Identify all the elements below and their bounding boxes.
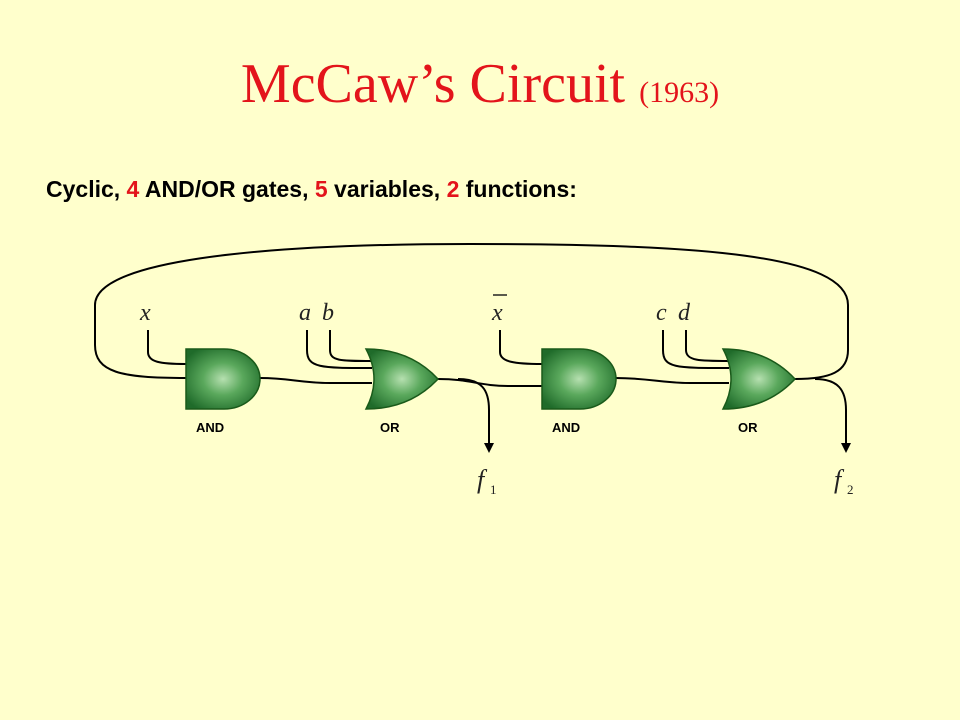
gate-label-4: OR bbox=[738, 420, 758, 435]
wire-a bbox=[306, 330, 373, 369]
title-main: McCaw’s Circuit bbox=[240, 53, 626, 115]
or-gate-2 bbox=[721, 348, 797, 410]
wire-xbar bbox=[499, 330, 543, 365]
input-d-label: d bbox=[678, 300, 691, 326]
gate-label-2: OR bbox=[380, 420, 400, 435]
feedback-wire bbox=[94, 242, 849, 380]
and-gate-1 bbox=[185, 348, 261, 410]
wire-c bbox=[662, 330, 730, 369]
wire-d bbox=[685, 330, 730, 362]
wire-and2-or2 bbox=[614, 377, 729, 384]
subtitle-part3: variables, bbox=[327, 176, 447, 202]
wire-and1-or1 bbox=[259, 377, 372, 384]
input-c-label: c bbox=[656, 300, 667, 326]
input-a-label: a bbox=[299, 300, 311, 326]
wire-x bbox=[147, 330, 187, 365]
title-year: (1963) bbox=[639, 76, 720, 109]
gate-label-3: AND bbox=[552, 420, 580, 435]
function-count: 2 bbox=[446, 176, 460, 202]
wire-b bbox=[329, 330, 373, 362]
wire-f1 bbox=[457, 378, 494, 453]
gate-label-1: AND bbox=[196, 420, 224, 435]
gate-count: 4 bbox=[126, 176, 140, 202]
input-xbar-label: x bbox=[491, 300, 503, 326]
subtitle-part1: Cyclic, bbox=[46, 176, 127, 202]
output-f1-subscript: 1 bbox=[490, 482, 497, 497]
wire-f2 bbox=[814, 378, 851, 453]
subtitle-part2: AND/OR gates, bbox=[139, 176, 315, 202]
input-b-label: b bbox=[322, 300, 334, 326]
and-gate-2 bbox=[541, 348, 617, 410]
subtitle: Cyclic, 4 AND/OR gates, 5 variables, 2 f… bbox=[46, 176, 577, 203]
variable-count: 5 bbox=[314, 176, 328, 202]
output-f1-label: f bbox=[477, 465, 488, 494]
or-gate-1 bbox=[364, 348, 440, 410]
output-f2-label: f bbox=[834, 465, 845, 494]
subtitle-part4: functions: bbox=[459, 176, 577, 202]
output-f2-subscript: 2 bbox=[847, 482, 854, 497]
input-x-label: x bbox=[139, 300, 151, 326]
wire-or1-and2 bbox=[437, 378, 542, 387]
page-title: McCaw’s Circuit (1963) bbox=[0, 52, 960, 125]
